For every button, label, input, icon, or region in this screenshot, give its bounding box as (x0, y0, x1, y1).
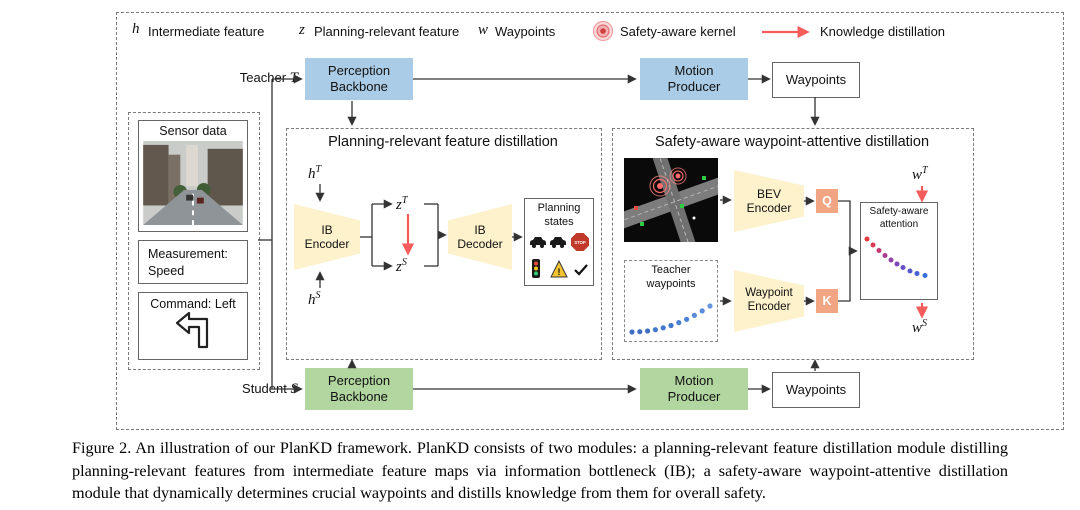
legend-h-symbol: h (132, 21, 140, 37)
teacher-perception-backbone: Perception Backbone (305, 58, 413, 100)
legend-w-label: Waypoints (495, 24, 556, 39)
waypoint-distillation-module (612, 128, 974, 360)
planning-states-box: Planning states STOP ! (524, 198, 594, 286)
zT-label: zT (396, 195, 408, 213)
svg-text:STOP: STOP (574, 239, 586, 244)
figure-caption: Figure 2. An illustration of our PlanKD … (72, 439, 1008, 503)
sensor-data-box: Sensor data (138, 120, 248, 232)
traffic-light-icon (532, 258, 540, 278)
zS-label: zS (396, 257, 407, 275)
sensor-panel (128, 112, 260, 370)
safety-kernel-icon (592, 20, 614, 42)
svg-text:!: ! (558, 267, 561, 277)
safety-attention-label: Safety-aware attention (869, 206, 929, 230)
sensor-data-label: Sensor data (159, 124, 227, 138)
hT-label: hT (308, 164, 322, 182)
student-perception-backbone: Perception Backbone (305, 368, 413, 410)
legend-h-label: Intermediate feature (148, 24, 265, 39)
warning-icon: ! (550, 259, 568, 277)
feature-distillation-module (286, 128, 602, 360)
turn-left-arrow-icon (175, 311, 209, 349)
teacher-waypoints-panel: Teacher waypoints (624, 260, 718, 342)
command-label: Command: Left (150, 297, 236, 311)
legend-kernel-label: Safety-aware kernel (620, 24, 736, 39)
legend-z-label: Planning-relevant feature (314, 24, 460, 39)
teacher-waypoints-box: Waypoints (772, 62, 860, 98)
planning-states-label: Planning states (537, 202, 581, 228)
teacher-motion-producer: Motion Producer (640, 58, 748, 100)
measurement-box: Measurement: Speed (138, 240, 248, 284)
safety-kernel-overlay (649, 167, 687, 197)
legend-z-symbol: z (299, 22, 305, 38)
teacher-waypoints-dots (629, 302, 713, 335)
student-motion-producer: Motion Producer (640, 368, 748, 410)
measurement-label: Measurement: (148, 247, 228, 261)
planning-states-icons: STOP ! (530, 232, 589, 278)
car-icon (530, 236, 546, 248)
car-icon (550, 236, 566, 248)
stop-sign-icon: STOP (571, 232, 589, 251)
legend-w-symbol: w (478, 22, 489, 38)
student-label: Student S (242, 381, 298, 397)
command-box: Command: Left (138, 292, 248, 360)
attention-waypoints-dots (864, 236, 928, 278)
measurement-value: Speed (148, 263, 185, 278)
hS-label: hS (308, 290, 321, 308)
figure-border (116, 12, 1064, 430)
waypoint-module-title: Safety-aware waypoint-attentive distilla… (654, 134, 930, 150)
legend-kd-label: Knowledge distillation (820, 24, 946, 39)
key-box: K (816, 289, 838, 313)
query-box: Q (816, 189, 838, 213)
wS-label: wS (912, 318, 928, 336)
feature-module-title: Planning-relevant feature distillation (328, 134, 558, 150)
teacher-waypoints-label: Teacher waypoints (646, 264, 696, 290)
teacher-label: Teacher T (239, 70, 298, 86)
safety-attention-box: Safety-aware attention (860, 202, 938, 300)
checkmark-icon (574, 263, 588, 276)
camera-image (143, 141, 243, 225)
student-waypoints-box: Waypoints (772, 372, 860, 408)
bev-map-image (624, 158, 718, 242)
wT-label: wT (912, 165, 928, 183)
